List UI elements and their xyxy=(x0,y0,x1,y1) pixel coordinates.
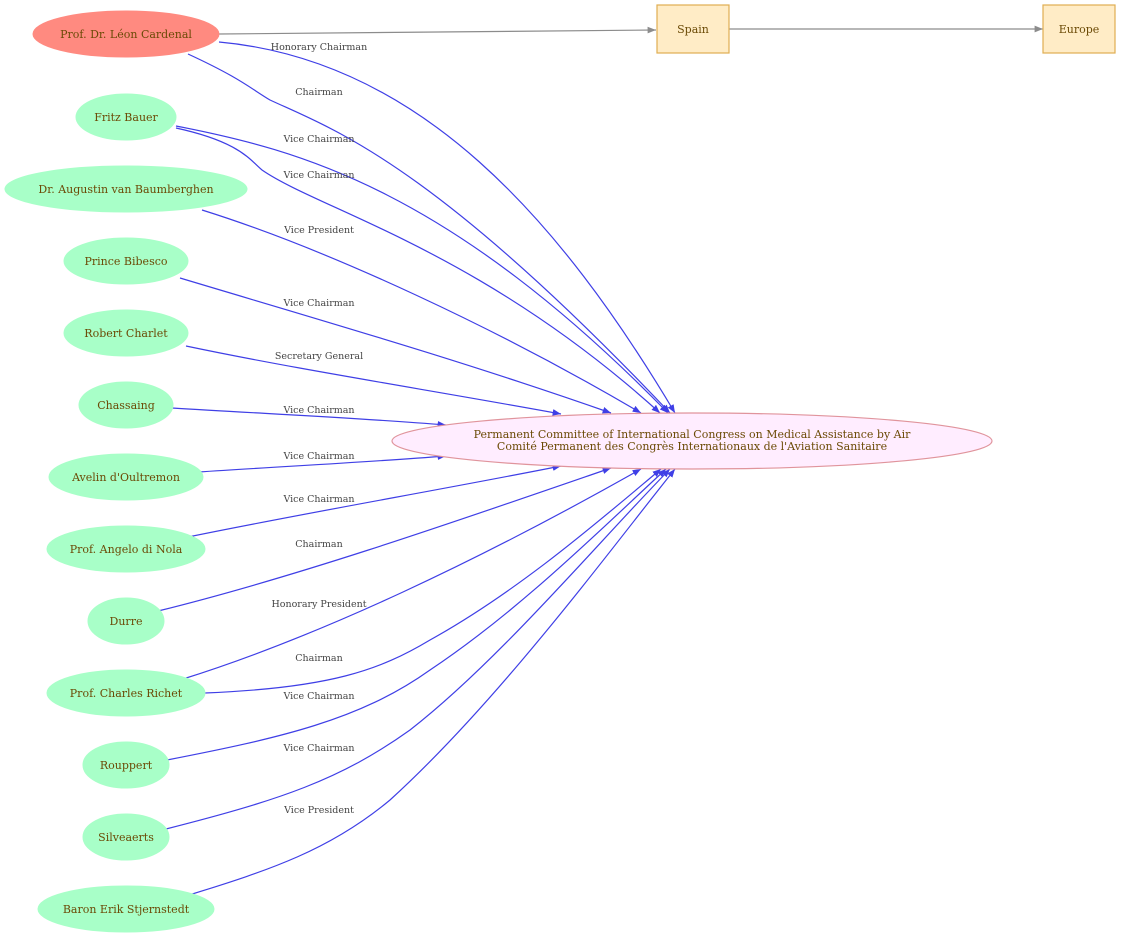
node-durre: Durre xyxy=(87,597,165,645)
edge-cardenal-honorary-chairman xyxy=(218,41,676,414)
edge-label: Vice Chairman xyxy=(282,298,354,309)
edge-label: Vice Chairman xyxy=(282,170,354,181)
node-europe-label: Europe xyxy=(1059,23,1100,36)
node-richet-label: Prof. Charles Richet xyxy=(70,687,183,700)
node-spain: Spain xyxy=(656,4,730,54)
node-cardenal-label: Prof. Dr. Léon Cardenal xyxy=(60,28,192,41)
edges xyxy=(157,25,1043,896)
node-dinola: Prof. Angelo di Nola xyxy=(46,525,206,573)
edge-label: Vice Chairman xyxy=(282,691,354,702)
node-dinola-label: Prof. Angelo di Nola xyxy=(70,543,183,556)
edge-silveaerts-vice-chairman xyxy=(165,468,671,830)
node-bauer-label: Fritz Bauer xyxy=(94,111,158,124)
node-stjernstedt: Baron Erik Stjernstedt xyxy=(37,885,215,933)
node-charlet: Robert Charlet xyxy=(63,309,189,357)
edge-bauer-vice-chairman-1 xyxy=(175,125,669,414)
edge-label: Honorary Chairman xyxy=(271,42,367,53)
node-chassaing: Chassaing xyxy=(78,381,174,429)
node-rouppert-label: Rouppert xyxy=(100,759,153,772)
edge-label: Vice Chairman xyxy=(282,494,354,505)
node-committee: Permanent Committee of International Con… xyxy=(391,412,993,470)
edge-cardenal-spain xyxy=(218,26,657,35)
node-doultremon-label: Avelin d'Oultremon xyxy=(71,471,180,484)
node-rouppert: Rouppert xyxy=(82,741,170,789)
edge-baumberghen-vice-president xyxy=(201,209,642,414)
node-richet: Prof. Charles Richet xyxy=(46,669,206,717)
edge-label: Vice Chairman xyxy=(282,743,354,754)
node-durre-label: Durre xyxy=(110,615,143,628)
node-doultremon: Avelin d'Oultremon xyxy=(48,453,204,501)
edge-chassaing-vice-chairman xyxy=(171,407,447,428)
node-spain-label: Spain xyxy=(677,23,709,36)
edge-richet-honorary-president xyxy=(182,468,642,680)
edge-label: Vice President xyxy=(283,805,354,816)
node-silveaerts-label: Silveaerts xyxy=(98,831,154,844)
edge-label: Honorary President xyxy=(271,599,366,610)
nodes: Prof. Dr. Léon Cardenal Spain Europe Fri… xyxy=(4,4,1116,933)
edge-durre-chairman xyxy=(157,467,612,612)
edge-label: Secretary General xyxy=(275,351,363,362)
edge-label: Chairman xyxy=(295,539,342,550)
edge-richet-chairman xyxy=(204,468,662,694)
edge-labels: Honorary Chairman Chairman Vice Chairman… xyxy=(271,42,367,816)
edge-cardenal-chairman xyxy=(187,53,671,414)
node-europe: Europe xyxy=(1042,4,1116,54)
node-baumberghen: Dr. Augustin van Baumberghen xyxy=(4,165,248,213)
node-stjernstedt-label: Baron Erik Stjernstedt xyxy=(63,903,190,916)
edge-stjernstedt-vice-president xyxy=(188,468,676,896)
node-bibesco-label: Prince Bibesco xyxy=(84,255,167,268)
node-cardenal: Prof. Dr. Léon Cardenal xyxy=(32,10,220,58)
edge-label: Vice Chairman xyxy=(282,405,354,416)
edge-label: Vice Chairman xyxy=(282,451,354,462)
edge-charlet-secretary-general xyxy=(185,345,562,416)
node-committee-label-line1: Permanent Committee of International Con… xyxy=(474,428,912,441)
node-bauer: Fritz Bauer xyxy=(75,93,177,141)
node-silveaerts: Silveaerts xyxy=(82,813,170,861)
edge-dinola-vice-chairman xyxy=(187,464,562,538)
edge-doultremon-vice-chairman xyxy=(197,453,447,473)
node-charlet-label: Robert Charlet xyxy=(84,327,168,340)
edge-rouppert-vice-chairman xyxy=(166,468,667,761)
node-committee-label-line2: Comité Permanent des Congrès Internation… xyxy=(497,440,887,453)
edge-label: Vice President xyxy=(283,225,354,236)
edge-bibesco-vice-chairman xyxy=(179,277,612,414)
node-baumberghen-label: Dr. Augustin van Baumberghen xyxy=(38,183,213,196)
node-chassaing-label: Chassaing xyxy=(97,399,155,412)
edge-label: Chairman xyxy=(295,653,342,664)
edge-bauer-vice-chairman-2 xyxy=(175,127,661,414)
node-bibesco: Prince Bibesco xyxy=(63,237,189,285)
edge-label: Vice Chairman xyxy=(282,134,354,145)
edge-label: Chairman xyxy=(295,87,342,98)
